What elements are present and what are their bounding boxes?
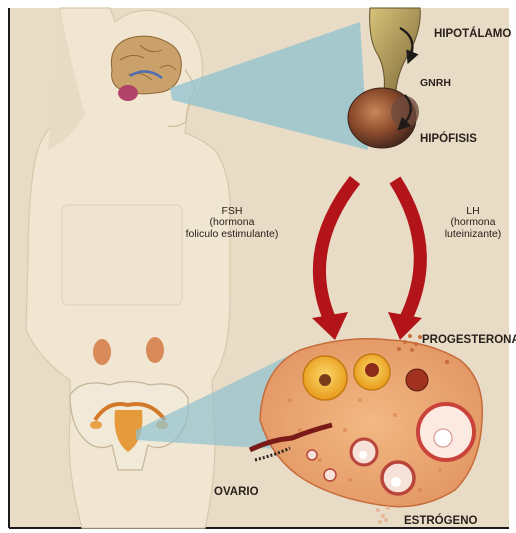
- label-ovario: OVARIO: [214, 486, 259, 498]
- follicle-large-oocyte: [319, 374, 331, 386]
- follicle-small-a-oocyte: [391, 477, 401, 487]
- label-gnrh: GNRH: [420, 78, 451, 89]
- label-fsh-line-3: foliculo estimulante): [168, 229, 296, 240]
- cerebellum: [118, 85, 138, 101]
- ribcage-area: [62, 205, 182, 305]
- corpus-luteum: [406, 369, 428, 391]
- label-lh-line-3: luteinizante): [430, 229, 516, 240]
- label-progesterona: PROGESTERONA: [422, 334, 516, 346]
- label-lh: LH (hormona luteinizante): [430, 206, 516, 240]
- follicle-medium-core: [365, 363, 379, 377]
- follicle-small-b-oocyte: [359, 451, 367, 459]
- left-kidney: [93, 339, 111, 365]
- label-estrogeno: ESTRÓGENO: [404, 515, 477, 527]
- follicle-tiny-a: [324, 469, 336, 481]
- label-hipofisis: HIPÓFISIS: [420, 133, 477, 145]
- label-fsh: FSH (hormona foliculo estimulante): [168, 206, 296, 240]
- follicle-cyst-oocyte: [434, 429, 452, 447]
- left-ovary: [90, 421, 102, 429]
- brain: [111, 36, 181, 94]
- label-lh-line-2: (hormona: [430, 217, 516, 228]
- follicle-tiny-b: [307, 450, 317, 460]
- label-hipotalamo: HIPOTÁLAMO: [434, 28, 511, 40]
- label-fsh-line-2: (hormona: [168, 217, 296, 228]
- right-kidney: [146, 337, 164, 363]
